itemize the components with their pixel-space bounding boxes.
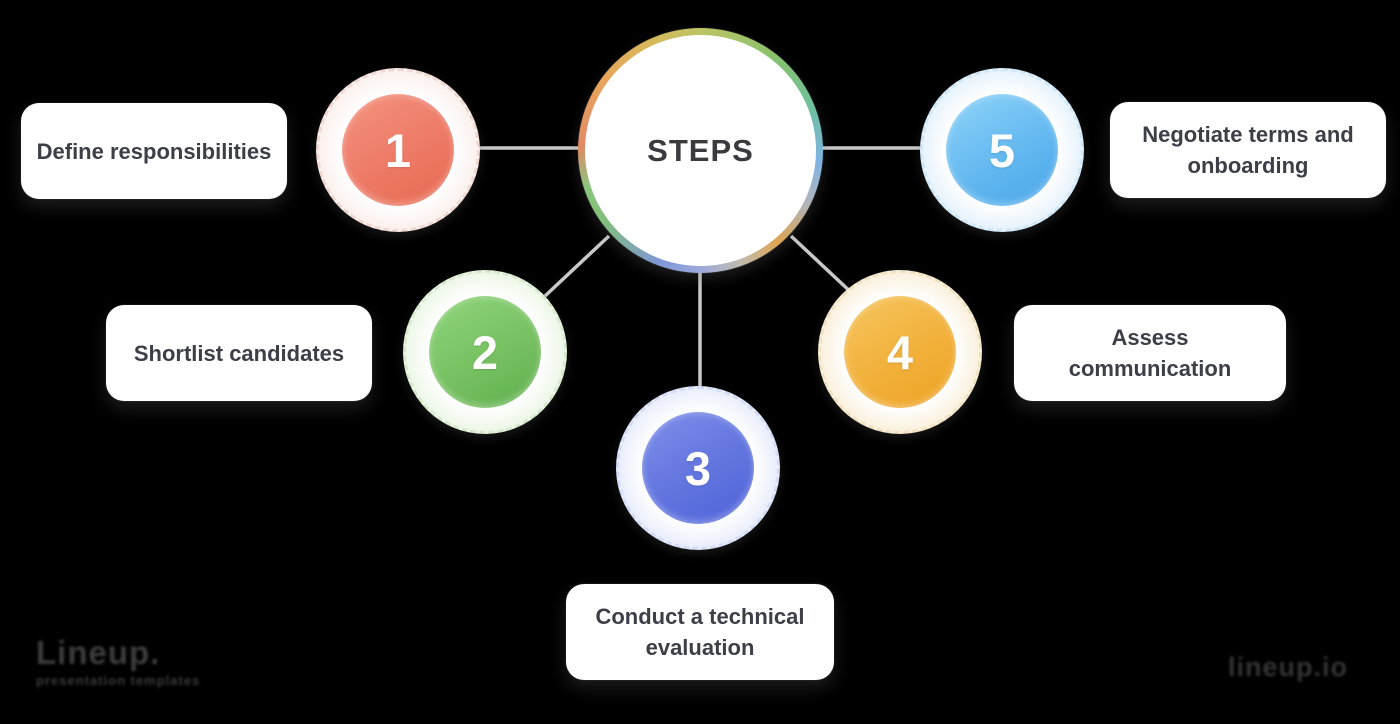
step-5-label-box: Negotiate terms and onboarding: [1110, 102, 1386, 198]
step-badge-3: 3: [616, 386, 780, 550]
watermark-right: lineup.io: [1228, 652, 1348, 682]
connector-step-4: [789, 234, 857, 298]
step-4-circle: 4: [844, 296, 956, 408]
step-badge-2: 2: [403, 270, 567, 434]
step-5-label: Negotiate terms and onboarding: [1142, 122, 1354, 178]
hub-circle: STEPS: [578, 28, 823, 273]
step-1-circle: 1: [342, 94, 454, 206]
step-3-label: Conduct a technical evaluation: [595, 604, 805, 660]
step-3-circle: 3: [642, 412, 754, 524]
step-4-number: 4: [886, 325, 914, 379]
step-1-label: Define responsibilities: [36, 138, 272, 164]
watermark-left: Lineup. presentation templates: [36, 634, 201, 689]
watermark-left-logo: Lineup.: [36, 634, 161, 671]
step-2-number: 2: [471, 325, 499, 379]
step-badge-4: 4: [818, 270, 982, 434]
hub-inner-circle: STEPS: [585, 35, 816, 266]
step-4-label-box: Assess communication: [1014, 305, 1286, 401]
diagram-title: STEPS: [647, 132, 754, 168]
step-3-number: 3: [684, 441, 712, 495]
step-badge-1: 1: [316, 68, 480, 232]
step-1-number: 1: [384, 123, 412, 177]
step-3-label-box: Conduct a technical evaluation: [566, 584, 834, 680]
step-2-label: Shortlist candidates: [133, 340, 345, 366]
step-2-circle: 2: [429, 296, 541, 408]
watermark-left-tagline: presentation templates: [36, 673, 201, 688]
step-5-number: 5: [988, 123, 1016, 177]
step-1-label-box: Define responsibilities: [21, 103, 287, 199]
step-2-label-box: Shortlist candidates: [106, 305, 372, 401]
connector-step-2: [543, 234, 611, 298]
step-badge-5: 5: [920, 68, 1084, 232]
step-5-circle: 5: [946, 94, 1058, 206]
step-4-label: Assess communication: [1068, 325, 1232, 381]
